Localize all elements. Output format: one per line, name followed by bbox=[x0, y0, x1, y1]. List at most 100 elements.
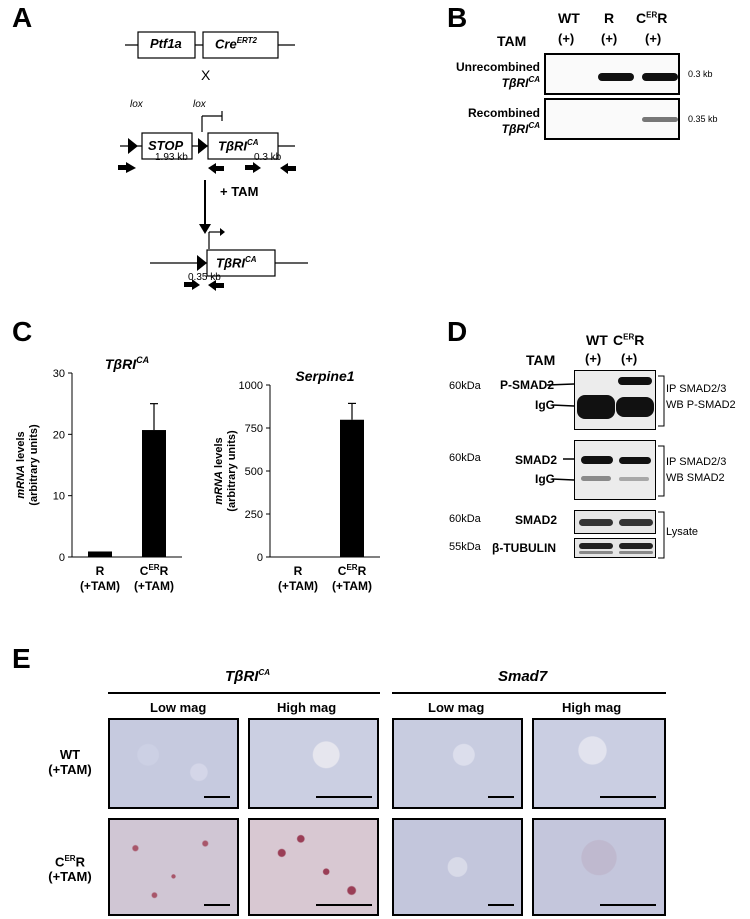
blot-band bbox=[579, 519, 613, 526]
y-axis-label: mRNA levels(arbitrary units) bbox=[15, 424, 40, 506]
blot-band bbox=[581, 476, 611, 481]
d-mw-2: 60kDa bbox=[449, 452, 481, 464]
d-ann1-l1: IP SMAD2/3 bbox=[666, 383, 727, 395]
bar bbox=[142, 430, 166, 557]
d-igg-label-1: IgG bbox=[535, 398, 555, 412]
d-brackets bbox=[658, 375, 665, 559]
cross-symbol: X bbox=[201, 67, 211, 83]
category-label: (+TAM) bbox=[134, 579, 174, 593]
y-tick-label: 750 bbox=[245, 423, 263, 435]
b-row2-size: 0.35 kb bbox=[688, 114, 718, 124]
e-col-4: High mag bbox=[562, 700, 622, 715]
e-group1: TβRICA bbox=[225, 668, 271, 685]
d-ann2-l2: WB SMAD2 bbox=[666, 472, 725, 484]
b-row1-title: Unrecombined bbox=[455, 60, 540, 74]
e-col-1: Low mag bbox=[150, 700, 207, 715]
panel-d-letter: D bbox=[447, 316, 468, 347]
b-row2-gene: TβRICA bbox=[501, 121, 540, 136]
lox-label-1: lox bbox=[130, 99, 143, 110]
construct-diagram bbox=[118, 31, 308, 291]
scale-bar bbox=[600, 796, 656, 798]
b-tam-label: TAM bbox=[497, 33, 527, 49]
e-group2: Smad7 bbox=[498, 668, 548, 685]
lox-label-2: lox bbox=[193, 99, 206, 110]
blot-band bbox=[619, 551, 653, 554]
panel-a-letter: A bbox=[12, 2, 33, 33]
d-mw-1: 60kDa bbox=[449, 380, 481, 392]
blot-band bbox=[579, 543, 613, 549]
gel-band bbox=[598, 73, 634, 81]
d-tam-1: (+) bbox=[585, 351, 602, 366]
b-tam-2: (+) bbox=[601, 31, 618, 46]
tissue-image bbox=[248, 818, 379, 916]
blot-band bbox=[579, 551, 613, 554]
b-tam-1: (+) bbox=[558, 31, 575, 46]
blot-band bbox=[619, 519, 653, 526]
category-label: CERR bbox=[140, 563, 169, 578]
blot-band bbox=[581, 456, 613, 464]
d-igg-label-2: IgG bbox=[535, 472, 555, 486]
bar bbox=[340, 419, 364, 557]
scale-bar bbox=[204, 904, 230, 906]
d-smad2-label-1: SMAD2 bbox=[515, 453, 558, 467]
d-mw-4: 55kDa bbox=[449, 541, 481, 553]
blot-band bbox=[619, 477, 649, 481]
y-tick-label: 1000 bbox=[239, 380, 263, 392]
tissue-image bbox=[392, 718, 523, 809]
stop-label: STOP bbox=[148, 138, 184, 153]
tissue-image bbox=[532, 818, 666, 916]
tissue-image bbox=[248, 718, 379, 809]
blot-psmad2 bbox=[574, 370, 656, 430]
d-ann2-l1: IP SMAD2/3 bbox=[666, 456, 727, 468]
e-group1-line bbox=[108, 692, 380, 694]
blot-smad2-ip bbox=[574, 440, 656, 500]
cre-label: CreERT2 bbox=[215, 36, 257, 52]
e-group2-line bbox=[392, 692, 666, 694]
tam-label: + TAM bbox=[220, 184, 259, 199]
chart-title: Serpine1 bbox=[295, 368, 354, 384]
d-ann1-l2: WB P-SMAD2 bbox=[666, 399, 736, 411]
y-tick-label: 20 bbox=[53, 429, 65, 441]
category-label: R bbox=[294, 564, 303, 578]
bar bbox=[88, 551, 112, 557]
tissue-image bbox=[108, 718, 239, 809]
panel-c-letter: C bbox=[12, 316, 33, 347]
b-row1-size: 0.3 kb bbox=[688, 69, 713, 79]
tbri-label-2: TβRICA bbox=[218, 138, 259, 154]
ptf1a-label: Ptf1a bbox=[150, 36, 182, 51]
d-tam-2: (+) bbox=[621, 351, 638, 366]
blot-band bbox=[619, 457, 651, 464]
size-1-93: 1.93 kb bbox=[155, 152, 188, 163]
y-tick-label: 250 bbox=[245, 509, 263, 521]
y-tick-label: 0 bbox=[59, 552, 65, 564]
tissue-image bbox=[108, 818, 239, 916]
d-lane-cerr: CERR bbox=[613, 332, 645, 348]
size-0-35: 0.35 kb bbox=[188, 272, 221, 283]
d-smad2-label-2: SMAD2 bbox=[515, 513, 558, 527]
d-mw-3: 60kDa bbox=[449, 513, 481, 525]
scale-bar bbox=[204, 796, 230, 798]
panel-e-letter: E bbox=[12, 643, 31, 674]
e-col-3: Low mag bbox=[428, 700, 485, 715]
y-tick-label: 0 bbox=[257, 552, 263, 564]
d-psmad2-label: P-SMAD2 bbox=[500, 378, 555, 392]
e-row2-label: CERR(+TAM) bbox=[48, 854, 92, 885]
d-tam-label: TAM bbox=[526, 352, 556, 368]
e-col-2: High mag bbox=[277, 700, 337, 715]
blot-tubulin bbox=[574, 538, 656, 558]
d-ann3: Lysate bbox=[666, 526, 699, 538]
scale-bar bbox=[600, 904, 656, 906]
b-lane-r: R bbox=[604, 10, 615, 26]
y-tick-label: 10 bbox=[53, 491, 65, 503]
scale-bar bbox=[488, 796, 514, 798]
d-marker-lines bbox=[546, 383, 575, 481]
blot-band bbox=[619, 543, 653, 549]
y-tick-label: 30 bbox=[53, 368, 65, 380]
y-tick-label: 500 bbox=[245, 466, 263, 478]
category-label: (+TAM) bbox=[278, 579, 318, 593]
tbri-label-3: TβRICA bbox=[216, 255, 257, 271]
d-tubulin-label: β-TUBULIN bbox=[492, 541, 556, 555]
blot-smad2-lysate bbox=[574, 510, 656, 534]
gel-band bbox=[642, 73, 678, 81]
d-lane-wt: WT bbox=[586, 332, 608, 348]
